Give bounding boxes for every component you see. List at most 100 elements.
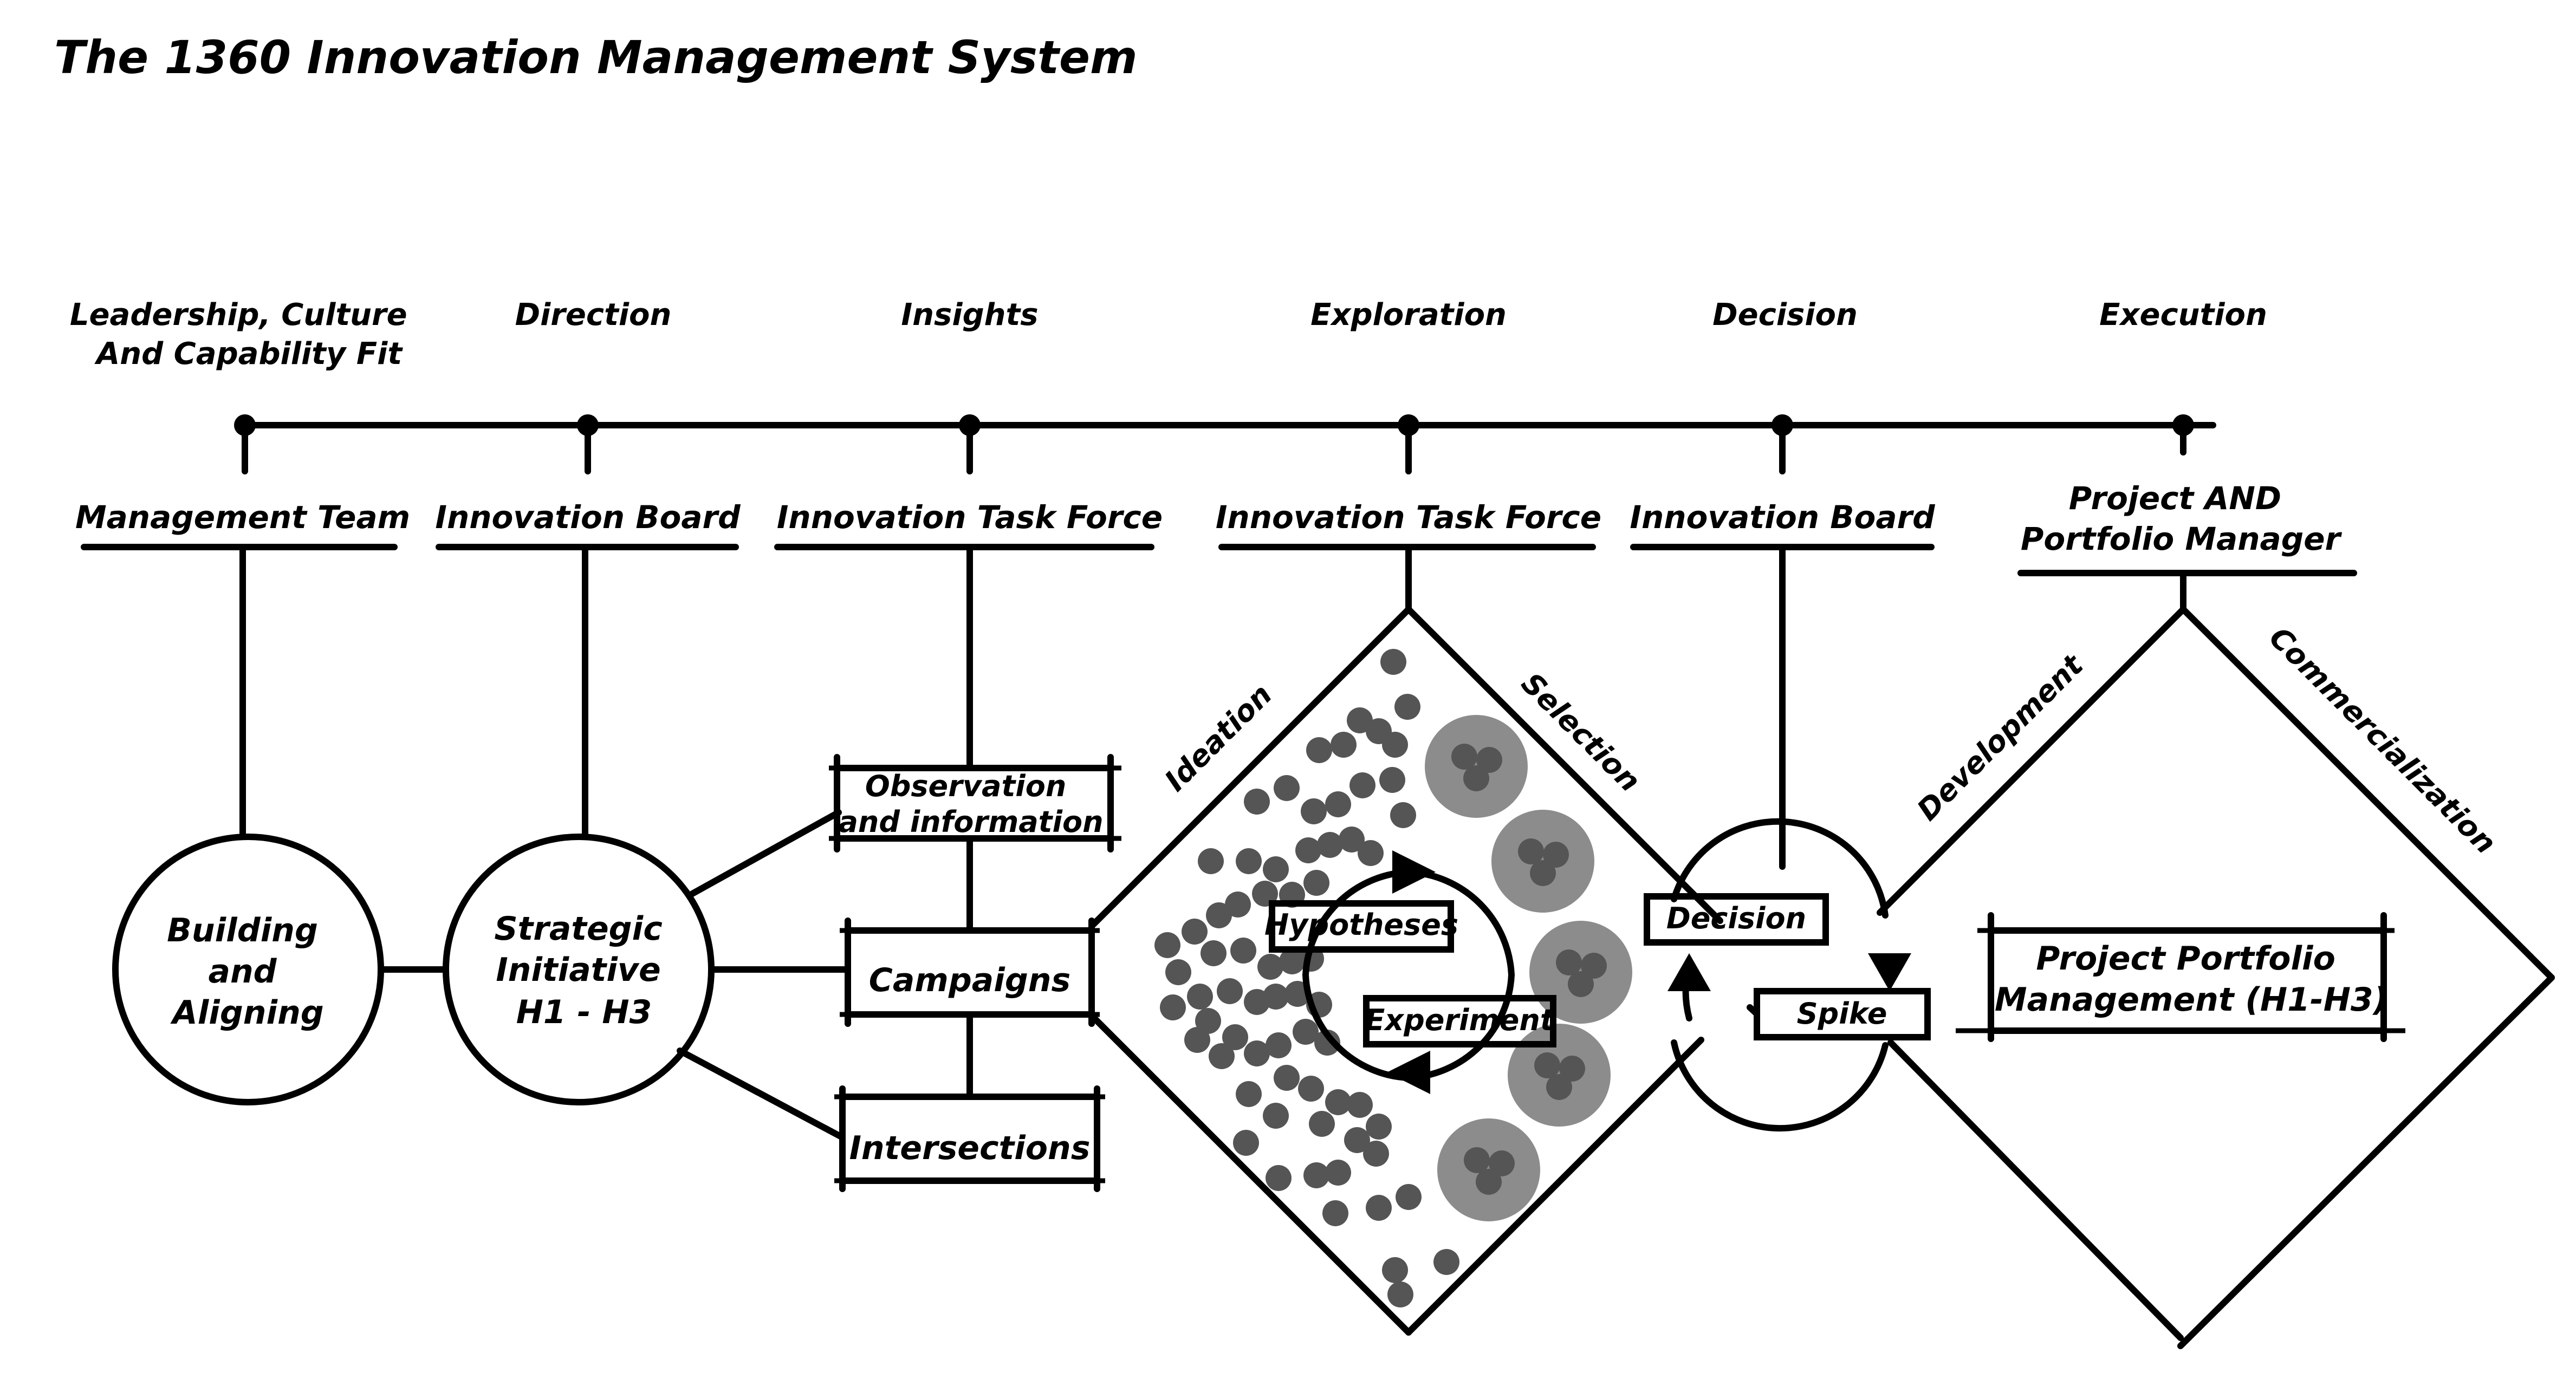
idea-dot: [1233, 1130, 1259, 1156]
idea-cluster-dot: [1489, 1150, 1515, 1176]
idea-dot: [1349, 772, 1375, 798]
box-spike-label: Spike: [1797, 997, 1887, 1031]
idea-dot: [1309, 1111, 1335, 1137]
idea-dot: [1182, 919, 1208, 945]
box-decision-label: Decision: [1666, 901, 1806, 935]
role-label-innovation-board-2: Innovation Board: [1630, 499, 1935, 536]
idea-dot: [1165, 959, 1191, 985]
phase-label-execution: Execution: [2099, 297, 2267, 333]
idea-dot: [1274, 1065, 1300, 1091]
idea-cluster-dot: [1463, 765, 1489, 791]
role-label-portfolio-manager-line1: Project AND: [2069, 480, 2281, 517]
idea-cluster-dot: [1518, 838, 1544, 864]
phase-label-decision: Decision: [1712, 297, 1858, 333]
diagram-title: The 1360 Innovation Management System: [54, 31, 1138, 84]
phase-label-insights: Insights: [901, 297, 1038, 333]
idea-dot: [1366, 1114, 1392, 1140]
idea-cluster-dot: [1581, 953, 1607, 979]
role-label-innovation-board: Innovation Board: [435, 499, 741, 536]
idea-dot: [1347, 1092, 1373, 1118]
node-strategic-line2: Initiative: [496, 951, 660, 989]
idea-dot: [1358, 840, 1384, 866]
idea-clusters: [1425, 715, 1632, 1221]
idea-dot: [1339, 827, 1365, 853]
idea-dot: [1390, 802, 1416, 828]
idea-cluster-dot: [1543, 842, 1569, 868]
cycle-arrow-right: [1392, 850, 1436, 894]
idea-dot: [1366, 718, 1392, 744]
role-label-portfolio-manager: Project AND Portfolio Manager: [2021, 480, 2343, 557]
idea-dot: [1293, 1019, 1319, 1045]
idea-dot: [1317, 832, 1343, 858]
box-observation-line1: Observation: [865, 769, 1066, 803]
role-label-innovation-task-force-2: Innovation Task Force: [1216, 499, 1601, 536]
idea-cluster-dot: [1534, 1052, 1560, 1078]
idea-dot: [1322, 1200, 1348, 1226]
box-intersections-label: Intersections: [849, 1129, 1091, 1167]
phase-labels: Leadership, Culture And Capability Fit D…: [70, 297, 2267, 372]
idea-dot: [1263, 856, 1289, 882]
idea-dot: [1154, 932, 1180, 958]
label-ideation: Ideation: [1158, 678, 1279, 798]
box-campaigns-label: Campaigns: [869, 961, 1070, 999]
idea-dot: [1306, 737, 1332, 763]
box-hypotheses: [1269, 900, 1454, 953]
idea-dot: [1295, 837, 1321, 863]
idea-dot: [1382, 1257, 1408, 1283]
idea-cluster-dot: [1546, 1074, 1572, 1100]
box-experiment-label: Experiment: [1365, 1003, 1555, 1037]
idea-dot: [1244, 789, 1270, 815]
idea-dot: [1230, 938, 1256, 964]
idea-cluster-dot: [1476, 1169, 1502, 1195]
idea-dot: [1201, 940, 1227, 966]
cycle-arrow-left: [1387, 1051, 1430, 1094]
decision-arrow-down: [1868, 953, 1911, 991]
idea-dot: [1366, 1195, 1392, 1221]
idea-dot: [1266, 1165, 1292, 1191]
idea-dot: [1198, 848, 1224, 874]
idea-dot: [1236, 1081, 1262, 1107]
idea-dot: [1347, 707, 1373, 733]
node-strategic-line1: Strategic: [494, 910, 662, 948]
idea-cluster-dot: [1451, 744, 1477, 770]
node-building-aligning: Building and Aligning: [112, 834, 384, 1105]
idea-cluster-dot: [1530, 860, 1556, 886]
node-building-aligning-label: Building and Aligning: [167, 912, 329, 1032]
box-decision: [1644, 893, 1829, 946]
insight-connectors: [677, 809, 850, 1141]
node-strategic-line3: H1 - H3: [516, 993, 652, 1031]
idea-dot: [1222, 1024, 1248, 1050]
box-observation: Observation and information: [829, 754, 1121, 853]
idea-dot: [1303, 1162, 1329, 1188]
idea-dot: [1263, 1103, 1289, 1129]
idea-dot: [1380, 649, 1406, 675]
idea-cluster-dot: [1559, 1056, 1585, 1082]
hypothesis-cycle: Hypotheses Experiment: [1264, 850, 1556, 1094]
node-strategic-initiative: Strategic Initiative H1 - H3: [443, 834, 715, 1105]
node-building-line3: Aligning: [170, 994, 323, 1032]
box-observation-line2: and information: [838, 805, 1103, 839]
label-development: Development: [1911, 647, 2091, 827]
box-campaigns: Campaigns: [840, 918, 1100, 1027]
idea-dot: [1257, 954, 1283, 980]
role-connectors: [239, 544, 2186, 1100]
label-commercialization: Commercialization: [2262, 620, 2503, 861]
decision-area: Decision Spike: [1644, 818, 1931, 1132]
idea-dot: [1225, 892, 1251, 918]
box-intersections: Intersections: [834, 1085, 1105, 1192]
idea-dot: [1279, 948, 1305, 974]
box-experiment: [1363, 995, 1556, 1047]
idea-dot: [1301, 798, 1327, 824]
node-building-line2: and: [208, 953, 277, 991]
idea-dot: [1236, 848, 1262, 874]
idea-dot: [1394, 694, 1420, 720]
node-building-line1: Building: [167, 912, 318, 949]
idea-cluster-dot: [1464, 1147, 1490, 1173]
decision-arrow-up: [1667, 953, 1711, 991]
idea-dot: [1184, 1027, 1210, 1053]
box-portfolio: Project Portfolio Management (H1-H3): [1956, 912, 2405, 1042]
idea-dot: [1303, 870, 1329, 896]
idea-dot: [1298, 1076, 1324, 1102]
idea-dot: [1396, 1184, 1422, 1210]
